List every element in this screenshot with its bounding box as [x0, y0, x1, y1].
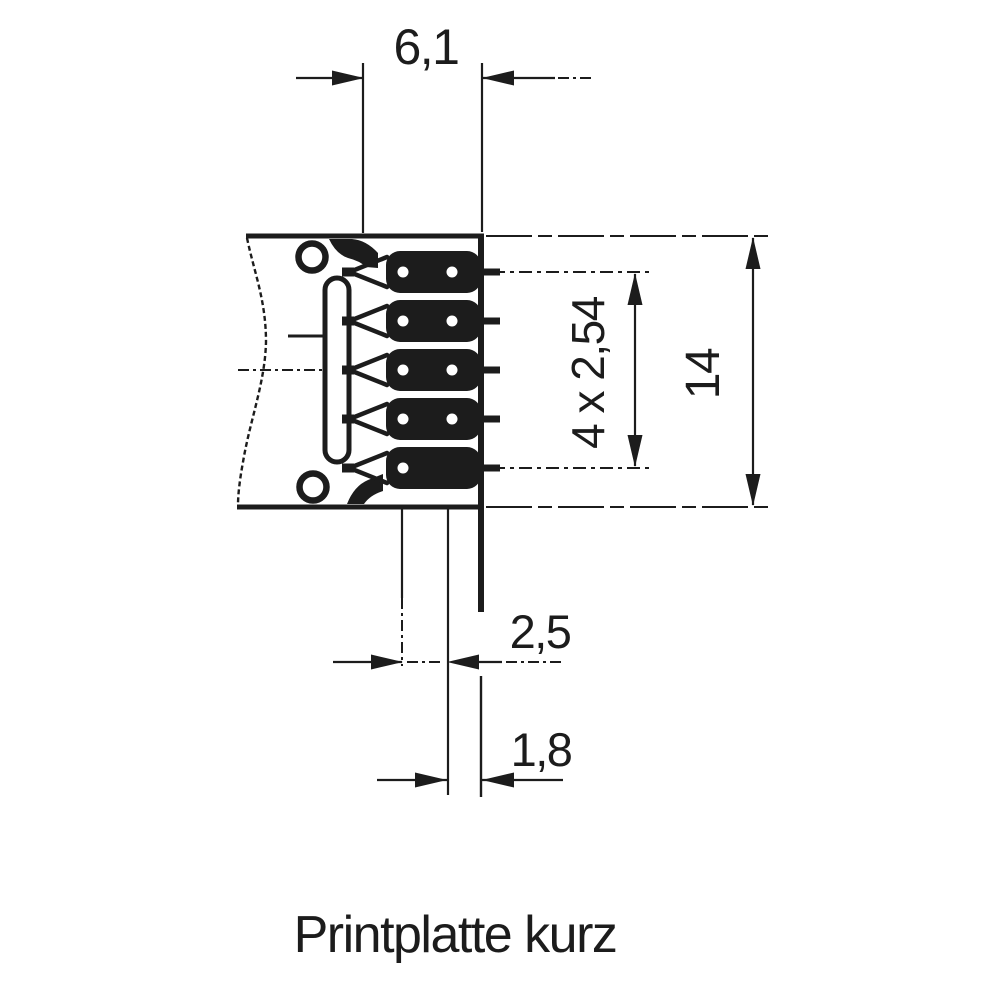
solder-pin — [481, 415, 500, 423]
terminal — [342, 349, 500, 391]
mounting-hole-top — [295, 240, 329, 274]
solder-pin — [481, 268, 500, 276]
terminal — [342, 251, 500, 293]
arrowhead-right-icon — [371, 654, 403, 670]
dim-overall-height-label: 14 — [677, 348, 730, 399]
arrowhead-down-icon — [627, 435, 643, 467]
terminal — [342, 300, 500, 342]
solder-pin — [481, 366, 500, 374]
dim-pin-edge-label: 1,8 — [511, 723, 572, 776]
solder-pin — [481, 317, 500, 325]
dim-pin-offset-label: 2,5 — [510, 605, 571, 658]
retainer-hook-bottom — [347, 474, 383, 504]
dimension-pin-edge: 1,8 — [377, 723, 573, 788]
break-line — [236, 237, 268, 506]
dimension-overall-height: 14 — [486, 235, 768, 508]
arrowhead-up-icon — [745, 237, 761, 269]
terminal-row — [342, 251, 500, 489]
dim-pin-pitch-label: 4 x 2,54 — [562, 296, 614, 449]
caption: Printplatte kurz — [294, 906, 617, 964]
arrowhead-right-icon — [415, 772, 447, 788]
retainer-hook-top — [329, 239, 378, 268]
solder-pin — [481, 464, 500, 472]
dimension-width-top: 6,1 — [296, 19, 592, 233]
arrowhead-left-icon — [447, 654, 479, 670]
arrowhead-right-icon — [332, 70, 364, 86]
mounting-hole-bottom — [296, 470, 330, 504]
dimension-pin-offset: 2,5 — [333, 509, 572, 795]
terminal — [342, 447, 500, 489]
terminal — [342, 398, 500, 440]
dimension-pin-pitch: 4 x 2,54 — [492, 271, 652, 469]
arrowhead-up-icon — [627, 273, 643, 305]
arrowhead-down-icon — [745, 474, 761, 506]
dim-width-top-label: 6,1 — [393, 19, 458, 75]
